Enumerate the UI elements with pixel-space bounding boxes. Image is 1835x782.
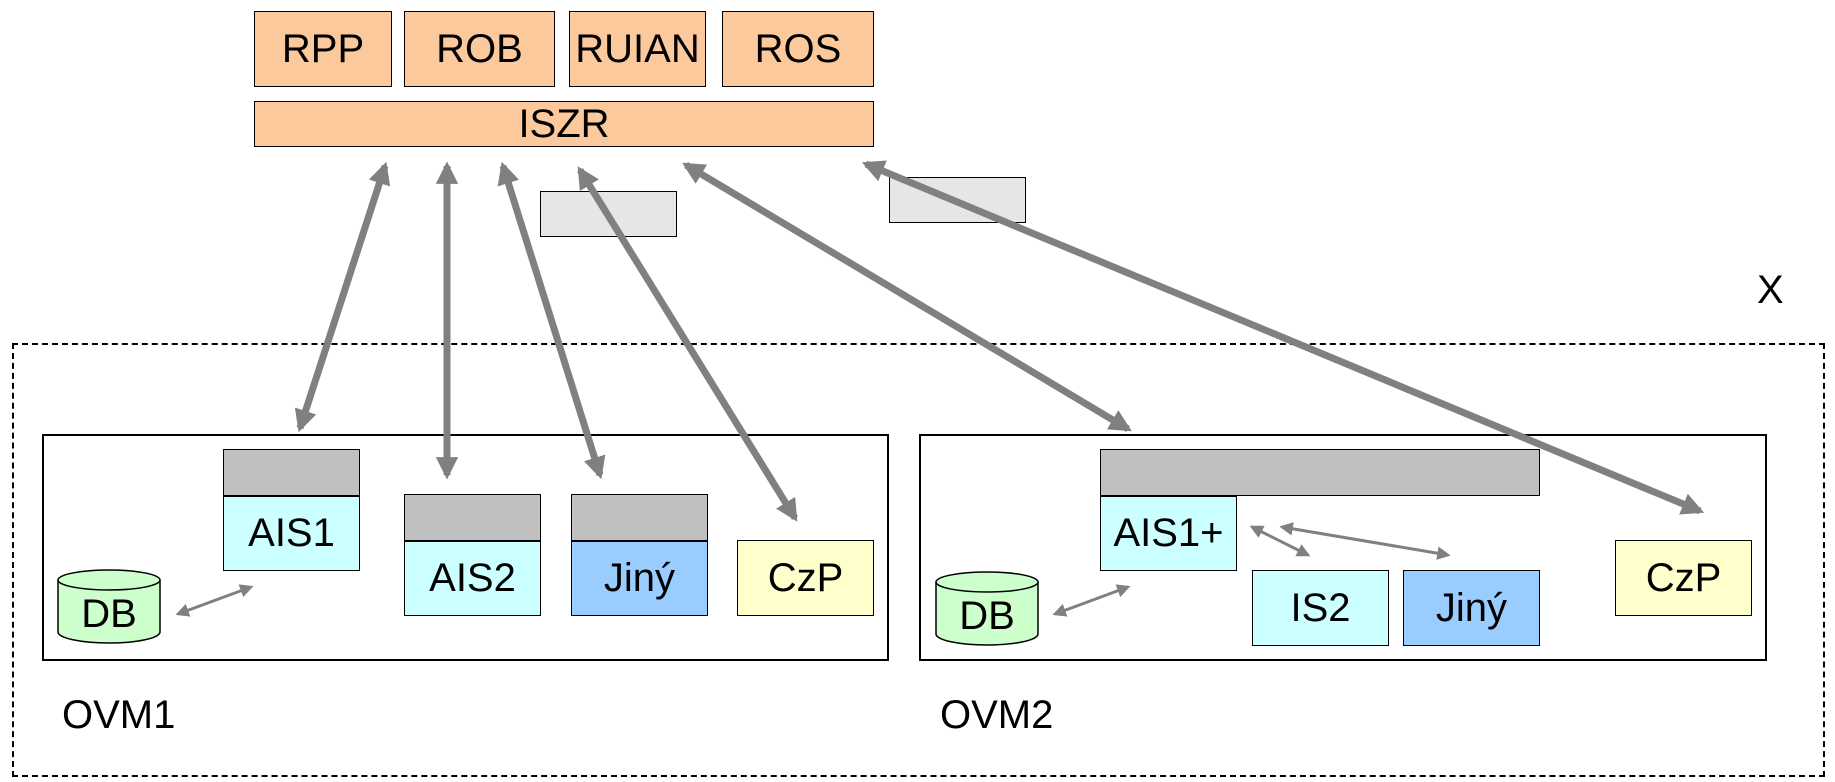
db1-label: DB (81, 592, 137, 636)
ovm1-container (42, 434, 889, 661)
ais2-gateway (404, 494, 541, 541)
ais2-box[interactable]: AIS2 (404, 541, 541, 616)
arrow-db2-ais1plus (1052, 584, 1131, 617)
jiny1-box[interactable]: Jiný (571, 541, 708, 616)
ovm2-label: OVM2 (940, 693, 1054, 737)
iszr-bar[interactable]: ISZR (254, 101, 874, 147)
ais1-gateway (223, 449, 360, 496)
ovm1-label: OVM1 (62, 693, 176, 737)
register-rob[interactable]: ROB (404, 11, 555, 87)
arrow-db1-ais1 (175, 584, 254, 617)
database-icon (57, 569, 161, 644)
arrow-iszr-jiny1 (497, 161, 606, 480)
ais1-box[interactable]: AIS1 (223, 496, 360, 571)
czp1-box[interactable]: CzP (737, 540, 874, 616)
is2-box[interactable]: IS2 (1252, 570, 1389, 646)
arrow-iszr-ais1plus (682, 161, 1132, 433)
arrow-iszr-ais1 (294, 161, 391, 433)
db2-label: DB (959, 594, 1015, 638)
register-rpp[interactable]: RPP (254, 11, 392, 87)
boundary-label-x: X (1757, 268, 1784, 312)
arrow-iszr-czp2 (861, 160, 1705, 515)
register-ruian[interactable]: RUIAN (569, 11, 706, 87)
jiny2-box[interactable]: Jiný (1403, 570, 1540, 646)
database-icon (935, 571, 1039, 646)
db1-cylinder[interactable]: DB (56, 568, 162, 646)
arrow-ais1plus-jiny2 (1279, 522, 1451, 560)
register-ros[interactable]: ROS (722, 11, 874, 87)
db2-cylinder[interactable]: DB (934, 570, 1040, 648)
czp2-box[interactable]: CzP (1615, 540, 1752, 616)
arrow-iszr-czp1 (577, 166, 798, 522)
